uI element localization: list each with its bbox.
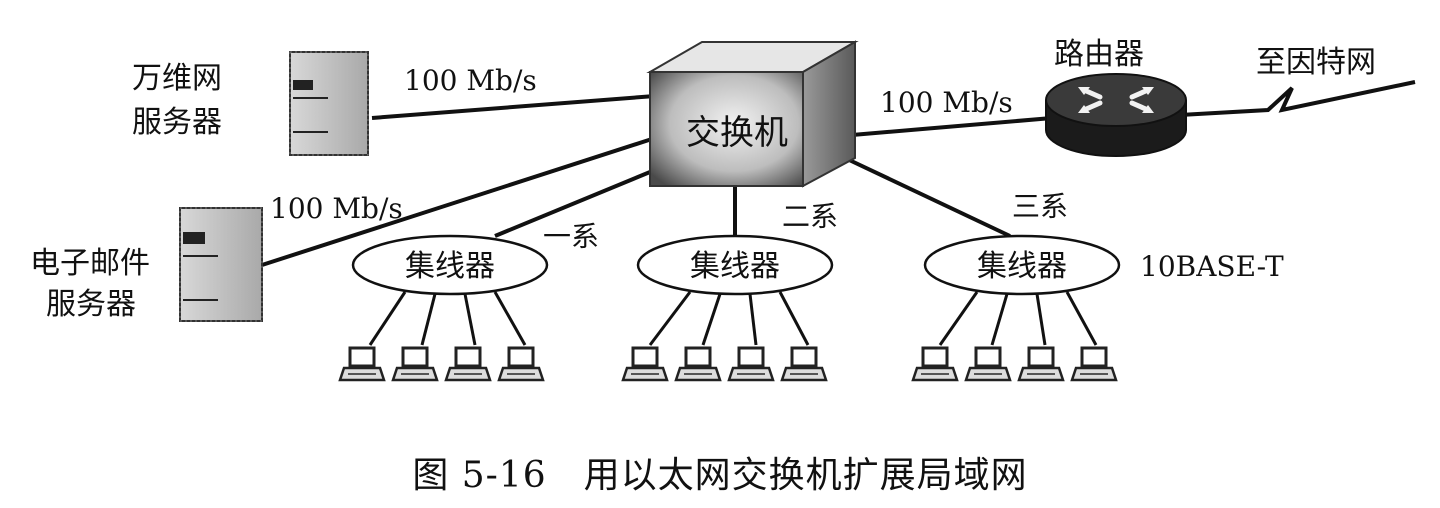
figure-caption: 图 5-16 用以太网交换机扩展局域网 (412, 455, 1028, 496)
computer-icon (1070, 346, 1118, 382)
speed-label-web: 100 Mb/s (404, 64, 537, 97)
links (261, 80, 1416, 267)
mail-server-label-1: 电子邮件 (30, 246, 150, 281)
web-server-icon (289, 51, 369, 156)
dept-label-2: 二系 (782, 200, 838, 233)
web-server-label-1: 万维网 (132, 61, 222, 96)
router-icon (1045, 73, 1187, 157)
mail-server-label-2: 服务器 (46, 287, 136, 322)
hub-3 (923, 234, 1121, 296)
link-internet (1179, 80, 1416, 117)
computer-icon (391, 346, 439, 382)
computer-icon (497, 346, 545, 382)
hub-pc-links (368, 291, 1098, 346)
hub-type-label: 10BASE-T (1140, 250, 1284, 283)
computer-icon (964, 346, 1012, 382)
hub-label-1: 集线器 (405, 249, 495, 284)
workstations (338, 346, 1118, 382)
computer-icon (338, 346, 386, 382)
dept-label-1: 一系 (543, 220, 599, 253)
mail-server-icon (179, 207, 263, 322)
computer-icon (444, 346, 492, 382)
computer-icon (780, 346, 828, 382)
speed-label-router: 100 Mb/s (880, 86, 1013, 119)
speed-label-mail: 100 Mb/s (270, 192, 403, 225)
link-hub3 (844, 156, 1011, 238)
computer-icon (727, 346, 775, 382)
hub-2 (636, 234, 834, 296)
computer-icon (911, 346, 959, 382)
computer-icon (1017, 346, 1065, 382)
link-web-server (371, 94, 656, 120)
link-router (851, 116, 1053, 137)
computer-icon (674, 346, 722, 382)
link-hub1 (494, 170, 651, 238)
hub-label-3: 集线器 (977, 249, 1067, 284)
labels: 万维网 服务器 电子邮件 服务器 交换机 路由器 至因特网 100 Mb/s 1… (30, 37, 1376, 322)
dept-label-3: 三系 (1012, 190, 1068, 223)
web-server-label-2: 服务器 (132, 105, 222, 140)
hub-1 (351, 234, 549, 296)
hub-label-2: 集线器 (690, 249, 780, 284)
link-mail-server (261, 136, 656, 267)
switch-label: 交换机 (686, 113, 788, 153)
router-label: 路由器 (1054, 37, 1144, 72)
switch-icon (646, 40, 859, 188)
internet-label: 至因特网 (1256, 45, 1376, 80)
computer-icon (621, 346, 669, 382)
